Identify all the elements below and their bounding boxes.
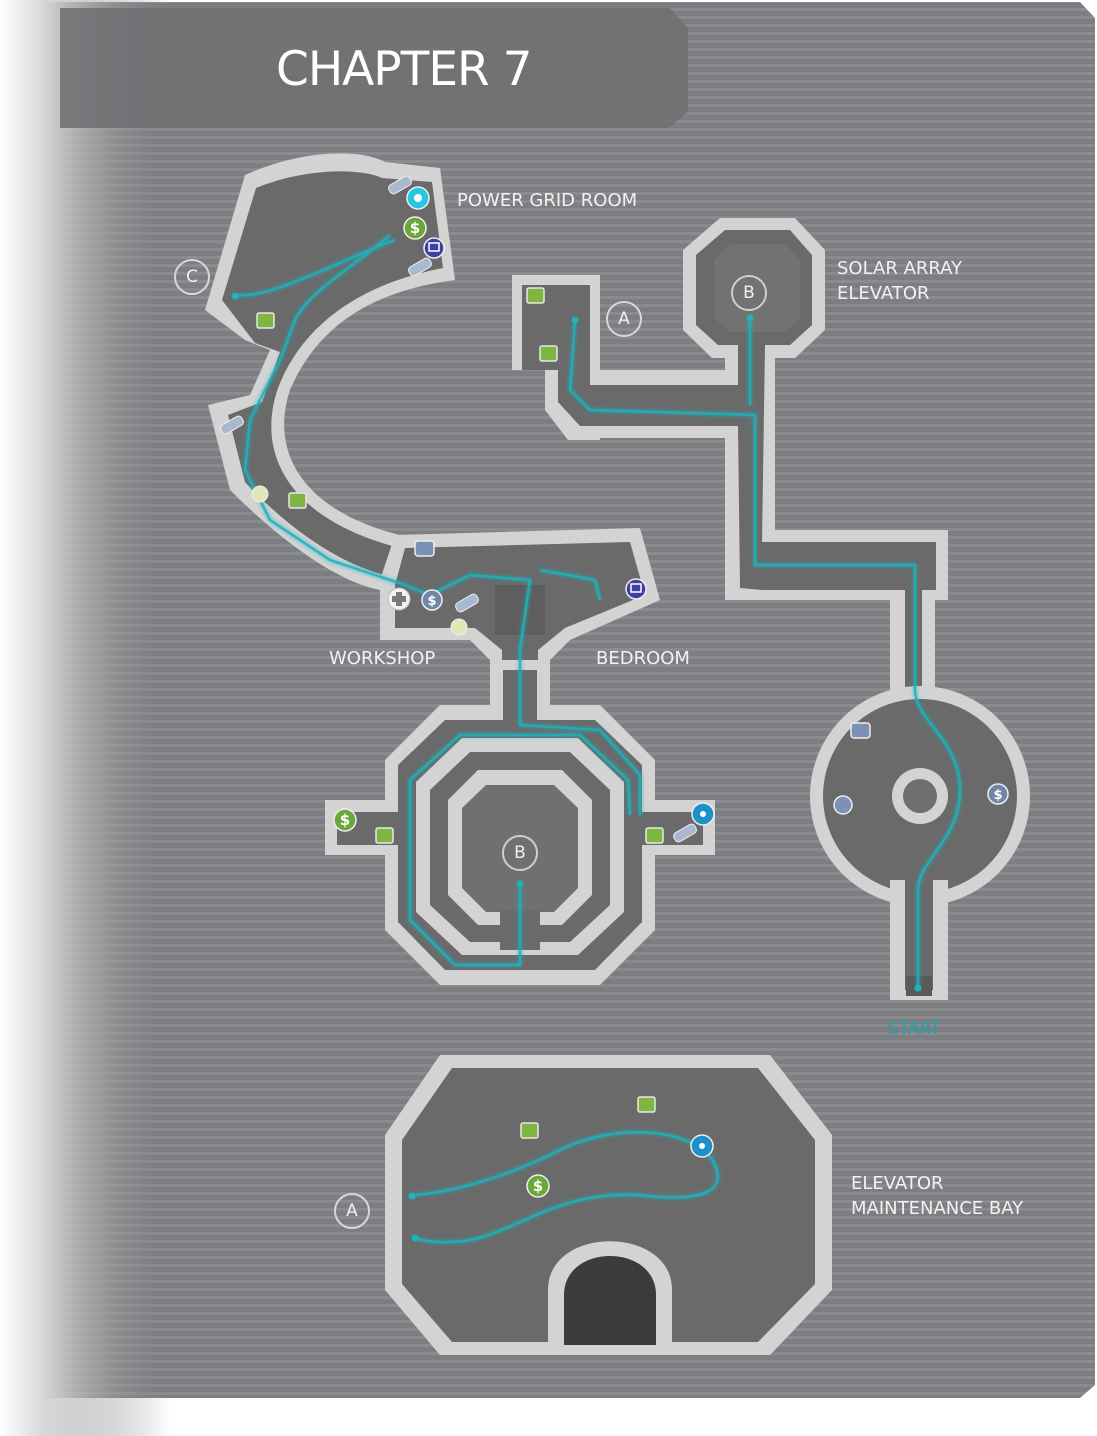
- pipe-icon: [408, 257, 432, 277]
- power-grid-room-label: POWER GRID ROOM: [457, 190, 638, 211]
- bedroom-label: BEDROOM: [596, 648, 690, 669]
- svg-text:$: $: [993, 788, 1002, 803]
- solar-array-elevator-label-2: ELEVATOR: [837, 283, 930, 304]
- solar-array-elevator-label-1: SOLAR ARRAY: [837, 258, 963, 279]
- gear-icon: [833, 795, 853, 815]
- loot-crate-icon: [526, 287, 545, 304]
- chapter-title: CHAPTER 7: [276, 42, 533, 97]
- camera-icon: [414, 540, 435, 557]
- save-station-icons: [423, 237, 647, 600]
- save-station-icon: [423, 237, 445, 259]
- money-icon: $: [987, 783, 1009, 805]
- workshop-label: WORKSHOP: [329, 648, 436, 669]
- svg-text:$: $: [533, 1177, 543, 1195]
- loot-crate-icon: [637, 1096, 656, 1113]
- waypoint-b-elevator-marker: [731, 275, 767, 311]
- svg-text:$: $: [427, 594, 436, 609]
- money-icon: $: [526, 1174, 550, 1198]
- upgrade-node-icon: [691, 802, 715, 826]
- elevator-maintenance-bay: [385, 1055, 832, 1355]
- svg-text:$: $: [340, 811, 350, 829]
- waypoint-a-bay-marker: [334, 1193, 370, 1229]
- pipe-icon: [673, 823, 697, 843]
- start-round-room: [810, 686, 1030, 1000]
- misc-icons: [220, 175, 871, 843]
- maintenance-bay-label-1: ELEVATOR: [851, 1173, 944, 1194]
- chapter-banner: [60, 8, 688, 128]
- money-icon: $: [421, 589, 443, 611]
- waypoint-a-letter: A: [618, 309, 630, 329]
- health-icon: [387, 587, 411, 611]
- waypoint-c-marker: [174, 259, 210, 295]
- upgrade-node-icon: [690, 1134, 714, 1158]
- waypoint-b-elevator-letter: B: [743, 283, 755, 303]
- camera-icon: [850, 722, 871, 739]
- loot-crate-icon: [256, 312, 275, 329]
- route-end-dots: [231, 292, 922, 1242]
- maintenance-bay-label-2: MAINTENANCE BAY: [851, 1198, 1024, 1219]
- loot-crate-icon: [288, 492, 307, 509]
- power-grid-room: [205, 153, 470, 630]
- money-icons: $ $ $ $ $: [333, 216, 1009, 1198]
- money-icon: $: [333, 808, 357, 832]
- power-icon: [406, 186, 430, 210]
- waypoint-c-letter: C: [186, 267, 198, 287]
- save-station-icon: [625, 578, 647, 600]
- mine-icon: [251, 485, 269, 503]
- pipe-icon: [388, 175, 412, 195]
- loot-crate-icon: [539, 345, 558, 362]
- pipe-icon: [220, 415, 244, 435]
- waypoint-b-octagon-letter: B: [514, 843, 526, 863]
- start-label: START: [888, 1019, 941, 1039]
- waypoint-a-marker: [606, 301, 642, 337]
- mine-icon: [450, 618, 468, 636]
- loot-crate-icon: [520, 1122, 539, 1139]
- upgrade-node-icons: [690, 802, 715, 1158]
- workshop-bedroom-hub: [380, 528, 660, 712]
- svg-text:$: $: [410, 219, 420, 237]
- money-icon: $: [403, 216, 427, 240]
- route-path: [234, 234, 962, 1244]
- loot-crate-icon: [645, 827, 664, 844]
- loot-crate-icon: [375, 827, 394, 844]
- pipe-icon: [455, 593, 479, 613]
- loot-crate-icons: [256, 287, 664, 1139]
- waypoint-a-bay-letter: A: [346, 1201, 358, 1221]
- waypoint-b-octagon-marker: [502, 835, 538, 871]
